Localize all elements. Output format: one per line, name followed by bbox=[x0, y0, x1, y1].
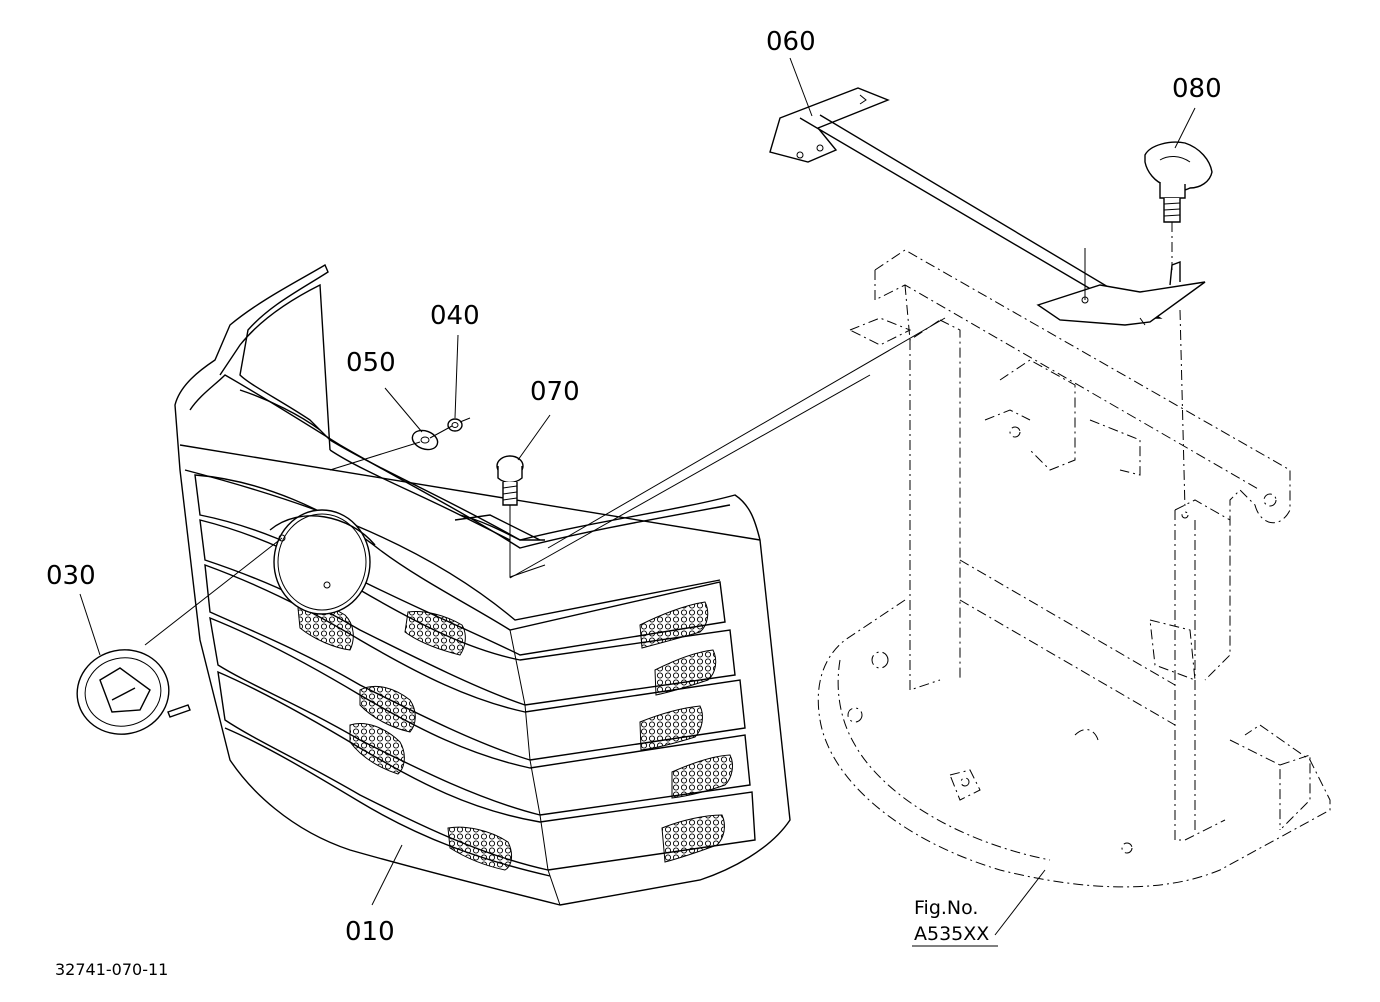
drawing-number: 32741-070-11 bbox=[55, 960, 168, 979]
callout-050: 050 bbox=[346, 348, 396, 378]
knob-bolt bbox=[1144, 141, 1213, 223]
figure-ref-number: A535XX bbox=[914, 923, 989, 945]
support-stay bbox=[769, 87, 1206, 326]
callout-060: 060 bbox=[766, 27, 816, 57]
washer bbox=[411, 429, 439, 451]
callout-070: 070 bbox=[530, 377, 580, 407]
mounting-frame bbox=[817, 249, 1331, 888]
callout-010: 010 bbox=[345, 917, 395, 947]
callout-040: 040 bbox=[430, 301, 480, 331]
callout-030: 030 bbox=[46, 561, 96, 591]
callout-080: 080 bbox=[1172, 74, 1222, 104]
leader-lines bbox=[79, 57, 1196, 936]
spring-washer bbox=[447, 418, 463, 432]
emblem bbox=[76, 649, 191, 735]
bolt bbox=[496, 455, 524, 506]
front-grille bbox=[174, 263, 791, 906]
assembly-lines bbox=[144, 222, 1186, 646]
figure-reference: Fig.No. A535XX bbox=[912, 897, 998, 947]
figure-ref-label: Fig.No. bbox=[914, 897, 978, 919]
